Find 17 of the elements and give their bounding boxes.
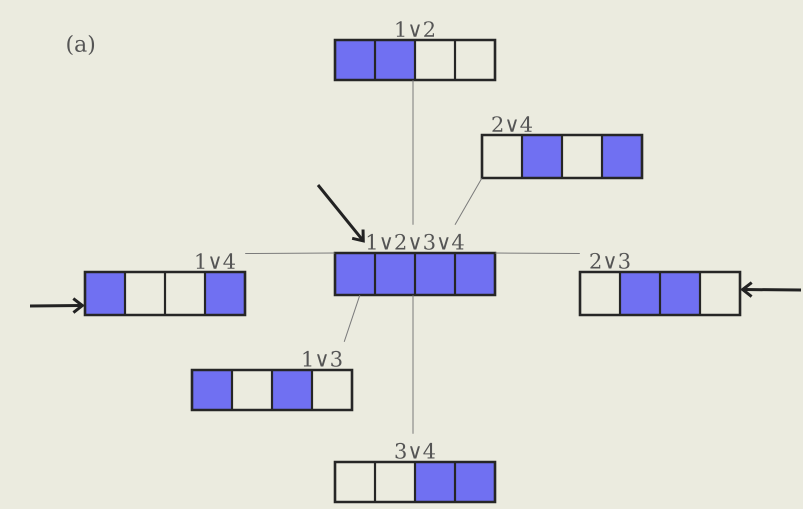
arrow — [740, 281, 802, 298]
connector-line — [412, 294, 414, 434]
connector-line — [454, 178, 482, 226]
panel-label: (a) — [67, 34, 94, 56]
strip-label: 1∨4 — [196, 253, 235, 269]
arrow — [30, 297, 85, 314]
connector-line — [412, 80, 414, 226]
connector-line — [494, 252, 580, 254]
strip-label: 1∨2 — [396, 21, 434, 37]
strip-label: 1∨2∨3∨4 — [368, 234, 464, 250]
strip-label: 2∨3 — [590, 252, 630, 269]
arrow — [316, 184, 365, 243]
strip-label: 1∨3 — [304, 350, 342, 367]
connector-line — [244, 252, 336, 254]
strip-label: 2∨4 — [492, 116, 532, 132]
strip-label: 3∨4 — [396, 442, 435, 459]
connector-line — [344, 294, 360, 342]
